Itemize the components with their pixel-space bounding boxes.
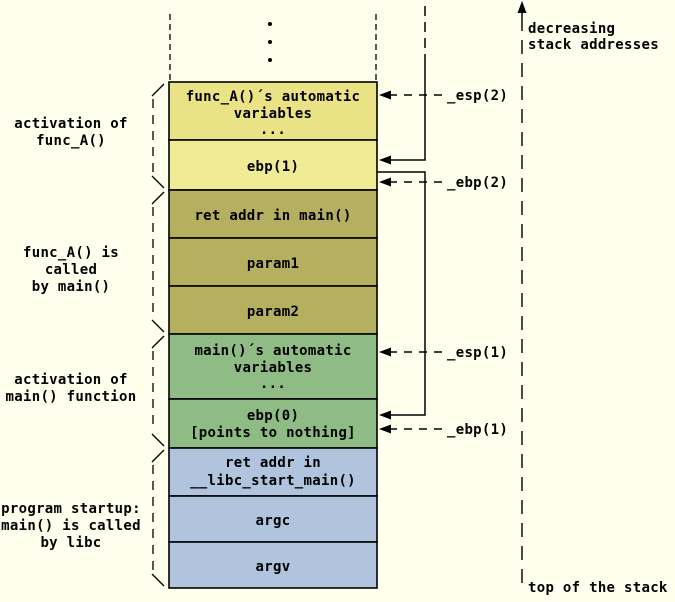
stack-box-param2-label: param2 [247, 304, 299, 320]
frame-d-label-line2: main() is called [1, 518, 141, 534]
esp2-label: _esp(2) [447, 88, 508, 104]
frame-b-label-line1: func_A() is [23, 245, 119, 261]
stack-box-ret-addr-main-label: ret addr in main() [194, 208, 351, 224]
frame-a-label-line2: func_A() [36, 133, 106, 149]
frame-b-label-line3: by main() [32, 279, 111, 295]
ebp2-pointer: _ebp(2) [379, 175, 508, 191]
frame-d-bracket [151, 449, 165, 587]
esp1-arrowhead [379, 347, 391, 357]
ebp1-label: _ebp(1) [447, 422, 508, 438]
ellipsis-dot [268, 58, 272, 62]
frame-c-label-line2: main() function [6, 389, 137, 405]
stack-box-ret-addr-main [168, 189, 378, 239]
ellipsis-dot [268, 40, 272, 44]
address-axis: decreasing stack addresses top of the st… [517, 1, 668, 596]
stack-box-argc [168, 495, 378, 543]
stack-box-ret-addr-libc-line2: __libc_start_main() [190, 473, 356, 489]
ebp1-slot-incoming-arrowhead [379, 155, 391, 165]
top-of-stack-note: top of the stack [528, 580, 668, 596]
stack-box-ebp1-label: ebp(1) [247, 159, 299, 175]
ebp1-pointer: _ebp(1) [379, 422, 508, 438]
stack-box-argv-label: argv [256, 559, 291, 575]
ebp2-arrowhead [379, 177, 391, 187]
esp1-label: _esp(1) [447, 345, 508, 361]
frame-a-label: activation of func_A() [14, 116, 127, 149]
address-axis-up-arrowhead [517, 1, 527, 13]
esp2-arrowhead [379, 90, 391, 100]
esp2-pointer: _esp(2) [379, 88, 508, 104]
stack-box-param1 [168, 237, 378, 287]
stack-box-main-vars-line1: main()´s automatic [194, 343, 351, 359]
decreasing-addresses-note-line2: stack addresses [528, 37, 659, 53]
frame-b-label: func_A() is called by main() [23, 245, 119, 295]
stack-box-argc-label: argc [256, 513, 291, 529]
ebp2-label: _ebp(2) [447, 175, 508, 191]
stack-box-param1-label: param1 [247, 256, 299, 272]
stack-box-func-a-vars-line2: variables [234, 106, 313, 122]
stack-box-ebp0 [168, 398, 378, 449]
stack-box-func-a-vars-line1: func_A()´s automatic [186, 89, 361, 105]
stack-box-main-vars [168, 333, 378, 400]
stack-box-main-vars-line2: variables [234, 360, 313, 376]
frame-a-bracket [151, 83, 165, 189]
ebp1-to-ebp0-connector [377, 171, 426, 420]
ebp1-slot-incoming-line [390, 58, 426, 161]
frame-c-bracket [151, 335, 165, 447]
frame-d-label: program startup: main() is called by lib… [1, 501, 141, 551]
frame-c-label: activation of main() function [6, 372, 137, 405]
frame-d-label-line3: by libc [40, 535, 101, 551]
stack-box-main-vars-line3: ... [260, 376, 286, 392]
ellipsis-dot [268, 22, 272, 26]
frame-c-label-line1: activation of [14, 372, 127, 388]
decreasing-addresses-note-line1: decreasing [528, 21, 615, 37]
stack-box-func-a-vars-line3: ... [260, 122, 286, 138]
stack-box-param2 [168, 285, 378, 335]
stack-box-ebp0-line2: [points to nothing] [190, 425, 356, 441]
ebp1-slot-incoming-connector [379, 6, 426, 165]
stack-box-ebp0-line1: ebp(0) [247, 408, 299, 424]
frame-b-label-line2: called [45, 262, 97, 278]
ebp1-to-ebp0-line [377, 171, 426, 416]
stack-box-ret-addr-libc [168, 447, 378, 497]
frame-a-label-line1: activation of [14, 116, 127, 132]
stack-box-argv [168, 541, 378, 589]
stack-box-func-a-vars [168, 81, 378, 141]
ebp1-arrowhead [379, 424, 391, 434]
frame-d-label-line1: program startup: [1, 501, 141, 517]
stack-box-ret-addr-libc-line1: ret addr in [225, 455, 321, 471]
ebp0-slot-arrowhead [379, 410, 391, 420]
esp1-pointer: _esp(1) [379, 345, 508, 361]
frame-b-bracket [151, 191, 165, 333]
